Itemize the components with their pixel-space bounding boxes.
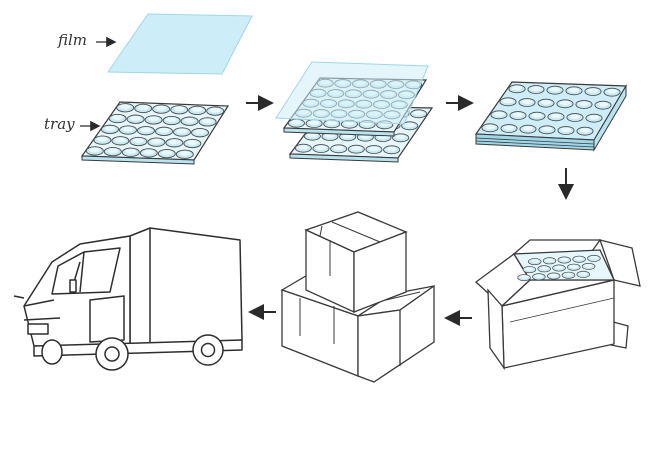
step-stacked-cartons	[280, 211, 435, 383]
cup-cavity	[165, 138, 184, 148]
film-overlay-icon	[275, 61, 429, 125]
cup-cavity	[287, 118, 305, 128]
cup-cavity	[183, 138, 202, 149]
cup-cavity	[566, 263, 581, 271]
cup-cavity	[312, 144, 330, 153]
cup-cavity	[198, 117, 217, 127]
cup-cavity	[365, 145, 383, 154]
cup-cavity	[575, 100, 593, 109]
cup-cavity	[603, 87, 621, 97]
cup-cavity	[392, 133, 410, 143]
cup-cavity	[528, 111, 546, 121]
cup-cavity	[175, 149, 194, 159]
cup-cavity	[188, 105, 207, 116]
cup-cavity	[546, 85, 564, 95]
cup-cavity	[585, 113, 603, 123]
cup-cavity	[565, 86, 583, 96]
cup-cavity	[576, 126, 594, 136]
cup-cavity	[547, 112, 565, 122]
cup-cavity	[139, 148, 158, 158]
cup-cavity	[129, 136, 148, 147]
cup-cavity	[518, 98, 536, 107]
cup-cavity	[499, 97, 517, 107]
cup-cavity	[561, 271, 576, 279]
cup-cavity	[538, 125, 556, 135]
cup-cavity	[93, 135, 112, 145]
cup-cavity	[546, 272, 561, 280]
step-truck-shipping	[13, 227, 243, 371]
cup-cavity	[581, 262, 596, 271]
cup-cavity	[517, 273, 531, 282]
cup-cavity	[481, 123, 499, 133]
cup-cavity	[490, 110, 508, 120]
cup-cavity	[347, 144, 365, 154]
cup-cavity	[180, 116, 199, 126]
step-sealed-tray-stack	[474, 81, 628, 152]
step-packed-in-carton	[474, 239, 641, 371]
cup-cavity	[527, 85, 545, 94]
cup-cavity	[500, 124, 518, 133]
cup-cavity	[557, 126, 575, 135]
cup-cavity	[137, 125, 155, 136]
cup-cavity	[527, 257, 542, 266]
cup-cavity	[508, 84, 526, 94]
cup-cavity	[116, 103, 135, 113]
step-stacked-film-on-tray	[275, 61, 434, 163]
tray-label: tray	[44, 115, 75, 133]
film-label: film	[58, 31, 88, 49]
cup-cavity	[522, 265, 537, 274]
cup-cavity	[542, 257, 557, 265]
cup-cavity	[103, 146, 122, 157]
cup-cavity	[294, 143, 312, 153]
cup-cavity	[162, 115, 181, 126]
cup-cavity	[111, 136, 130, 146]
cup-cavity	[537, 265, 552, 273]
cup-cavity	[594, 100, 612, 110]
cup-cavity	[576, 270, 591, 279]
film-sheet-icon	[107, 13, 253, 75]
cup-cavity	[572, 255, 586, 263]
cup-cavity	[566, 113, 584, 122]
cup-cavity	[155, 126, 173, 137]
cup-cavity	[587, 254, 601, 263]
cup-cavity	[305, 119, 323, 128]
cup-cavity	[410, 109, 428, 119]
cup-cavity	[330, 144, 348, 154]
cup-cavity	[552, 264, 566, 272]
cup-cavity	[85, 146, 104, 156]
cup-cavity	[191, 127, 209, 138]
cup-cavity	[126, 114, 145, 124]
cup-cavity	[108, 113, 127, 124]
cup-cavity	[157, 148, 176, 159]
cup-cavity	[206, 106, 225, 116]
cup-cavity	[556, 99, 574, 109]
cup-cavity	[509, 111, 527, 120]
cup-cavity	[144, 115, 163, 125]
cup-cavity	[121, 147, 140, 157]
cup-cavity	[383, 145, 401, 155]
cup-cavity	[532, 273, 546, 281]
cup-cavity	[170, 105, 189, 115]
cup-cavity	[119, 125, 137, 135]
cup-cavity	[101, 124, 119, 135]
cup-cavity	[134, 103, 153, 114]
cup-cavity	[584, 87, 602, 96]
cup-cavity	[537, 98, 555, 108]
cup-cavity	[147, 137, 166, 147]
cup-cavity	[557, 256, 572, 264]
step-film-and-tray	[80, 13, 253, 165]
cup-cavity	[152, 104, 171, 114]
cup-cavity	[173, 127, 191, 137]
cup-cavity	[519, 124, 537, 134]
